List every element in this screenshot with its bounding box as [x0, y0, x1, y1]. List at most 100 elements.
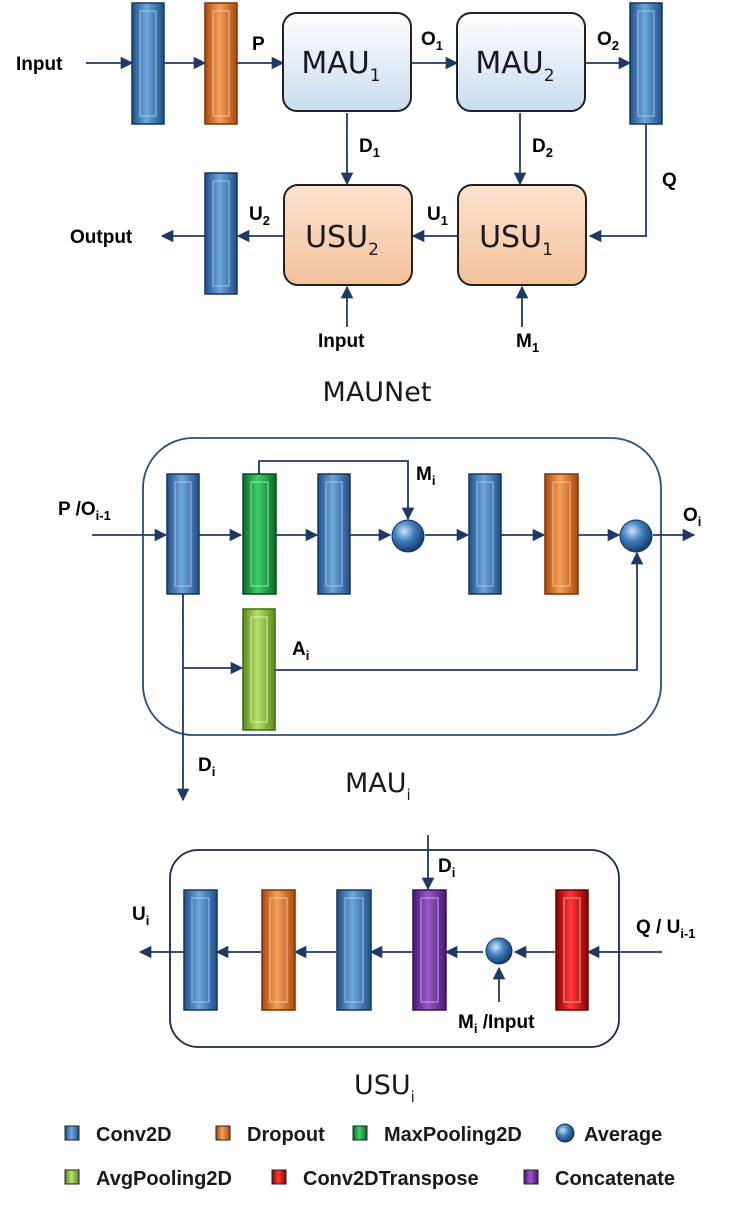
svg-text:M1: M1	[516, 331, 539, 355]
legend-item-maxpooling2d: MaxPooling2D	[352, 1124, 522, 1146]
svg-text:Q / Ui-1: Q / Ui-1	[636, 917, 696, 941]
o1-label: O	[421, 29, 436, 50]
usu2-box: USU2	[283, 184, 413, 286]
mau1-label: MAU	[301, 46, 369, 81]
u2-label: U	[249, 204, 263, 225]
d1-sub: 1	[373, 145, 380, 160]
input-label: Input	[16, 54, 63, 75]
avgpooling2d-legend-swatch-icon	[64, 1169, 80, 1185]
o1-sub: 1	[436, 38, 443, 53]
average-legend-swatch-icon	[555, 1123, 575, 1143]
legend-item-conv2dtranspose: Conv2DTranspose	[271, 1168, 479, 1190]
svg-text:MAU1: MAU1	[301, 46, 380, 86]
mau-input-sub: i-1	[96, 508, 111, 523]
svg-text:D1: D1	[359, 136, 380, 160]
legend-item-conv2d: Conv2D	[64, 1124, 172, 1146]
conv2dtranspose-block	[555, 889, 589, 1011]
oi-sub: i	[698, 514, 702, 529]
usu-di-label: D	[438, 856, 452, 877]
svg-text:USU2: USU2	[305, 220, 379, 260]
dropout-block	[204, 2, 238, 125]
svg-text:USU1: USU1	[479, 220, 553, 260]
mau1-sub: 1	[370, 66, 381, 86]
mau-detail-section: P /Oi-1 Mi Oi Ai Di MAUi	[58, 437, 702, 804]
mau2-box: MAU2	[456, 12, 586, 112]
m1-sub: 1	[532, 340, 539, 355]
usu1-sub: 1	[542, 240, 553, 260]
bottom-input-label: Input	[318, 331, 365, 352]
svg-text:U1: U1	[427, 204, 448, 228]
svg-text:Di: Di	[198, 755, 215, 779]
m1-label: M	[516, 331, 532, 352]
mau-input-label: P /O	[58, 499, 96, 520]
usu-di-sub: i	[452, 865, 456, 880]
legend-label: Concatenate	[555, 1168, 675, 1190]
usu-detail-section: Ui Di Q / Ui-1 Mi /Input USUi	[132, 835, 696, 1106]
usu-mi-label: M	[458, 1012, 474, 1033]
d2-label: D	[532, 136, 546, 157]
maxpooling2d-legend-swatch-icon	[352, 1125, 368, 1141]
d2-sub: 2	[546, 145, 553, 160]
svg-text:D2: D2	[532, 136, 553, 160]
usu2-label: USU	[305, 220, 368, 255]
conv2d-block	[629, 2, 663, 125]
mau1-box: MAU1	[282, 12, 412, 112]
di-sub: i	[212, 764, 216, 779]
maunet-section: MAU1 MAU2 USU2 USU1 Input P O1 O2 D1 D2 …	[16, 2, 677, 408]
conv2d-block	[336, 889, 372, 1011]
oi-label: O	[683, 505, 698, 526]
average-node	[619, 519, 653, 553]
usu-mi-sub: i	[474, 1021, 478, 1036]
mi-skip-arrow	[258, 460, 415, 521]
svg-text:Ai: Ai	[292, 639, 309, 663]
conv2dtranspose-legend-swatch-icon	[271, 1169, 287, 1185]
mi-label: M	[416, 464, 432, 485]
legend-item-average: Average	[555, 1123, 662, 1146]
mau-caption-sub: i	[407, 786, 411, 804]
dropout-block	[544, 473, 579, 595]
legend-item-concatenate: Concatenate	[523, 1168, 675, 1190]
svg-text:Di: Di	[438, 856, 455, 880]
legend-label: MaxPooling2D	[384, 1124, 522, 1146]
ai-arrow	[275, 551, 644, 671]
usu-caption: USU	[354, 1070, 411, 1101]
ui-sub: i	[146, 913, 150, 928]
legend-label: AvgPooling2D	[96, 1168, 232, 1190]
u1-label: U	[427, 204, 441, 225]
svg-text:MAU2: MAU2	[475, 46, 554, 86]
svg-text:P /Oi-1: P /Oi-1	[58, 499, 111, 523]
output-label: Output	[70, 227, 133, 248]
ui-label: U	[132, 904, 146, 925]
u1-sub: 1	[441, 213, 448, 228]
svg-text:Mi: Mi	[416, 464, 435, 488]
ai-label: A	[292, 639, 306, 660]
svg-text:O1: O1	[421, 29, 443, 53]
q-label: Q	[662, 170, 677, 191]
legend: Conv2D Dropout MaxPooling2D AverageAvgPooli…	[64, 1123, 675, 1190]
average-node	[391, 519, 425, 553]
usu-input-sub: i-1	[680, 926, 695, 941]
conv2d-block	[468, 473, 502, 595]
ai-sub: i	[306, 648, 310, 663]
mau2-sub: 2	[544, 66, 555, 86]
conv2d-block	[131, 2, 165, 125]
conv2d-block	[317, 473, 351, 595]
d1-label: D	[359, 136, 373, 157]
dropout-block	[261, 889, 296, 1011]
conv2d-legend-swatch-icon	[64, 1125, 80, 1141]
conv2d-block	[183, 889, 218, 1011]
maxpooling2d-block	[242, 473, 277, 595]
legend-label: Conv2DTranspose	[303, 1168, 479, 1190]
svg-text:U2: U2	[249, 204, 270, 228]
legend-label: Conv2D	[96, 1124, 172, 1146]
usu1-label: USU	[479, 220, 542, 255]
legend-item-dropout: Dropout	[215, 1124, 325, 1146]
usu-container	[169, 849, 620, 1048]
usu1-box: USU1	[457, 184, 587, 286]
dropout-legend-swatch-icon	[215, 1125, 231, 1141]
mau2-label: MAU	[475, 46, 543, 81]
usu2-sub: 2	[368, 240, 379, 260]
concatenate-block	[412, 889, 447, 1011]
avgpooling2d-block	[242, 608, 276, 731]
svg-text:USUi: USUi	[354, 1070, 415, 1106]
